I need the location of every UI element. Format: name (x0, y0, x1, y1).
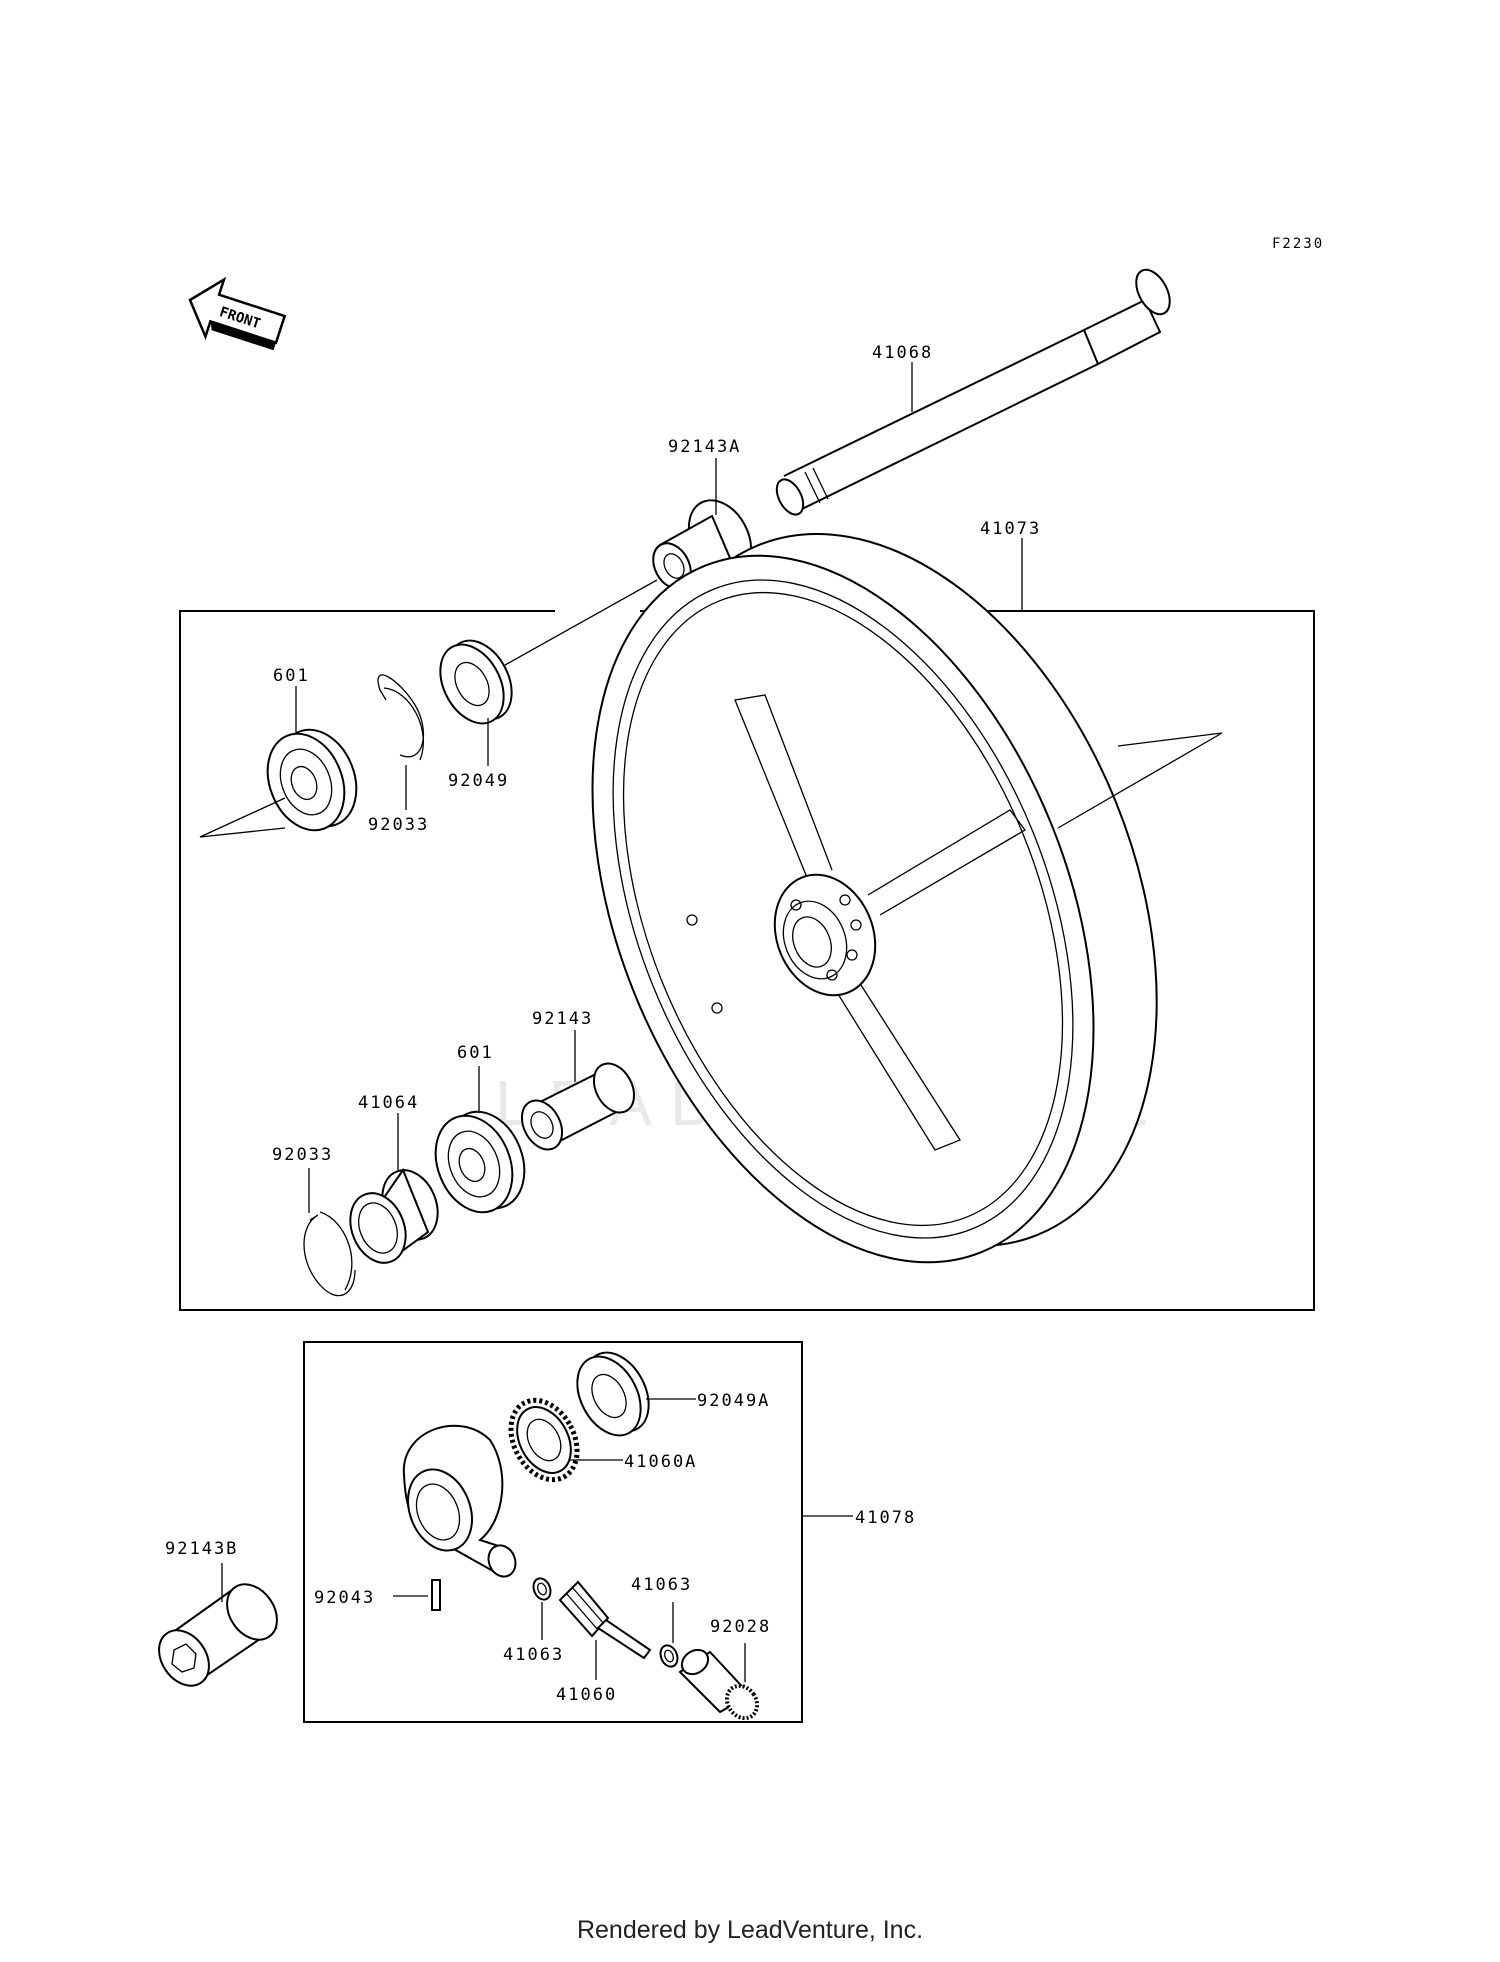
label-collar-center: 92143 (532, 1009, 593, 1029)
retainer-part (349, 1167, 439, 1264)
wheel-part (591, 533, 1158, 1264)
collar-b-part (158, 1583, 278, 1687)
front-arrow-icon: FRONT (188, 276, 287, 351)
gearbox-housing-part (402, 1424, 517, 1578)
label-axle: 41068 (872, 343, 933, 363)
circlip-right-inner (319, 1211, 353, 1291)
seal-a-part (576, 1351, 650, 1437)
label-gearbox: 41078 (855, 1508, 916, 1528)
circlip-left-part (377, 674, 425, 758)
label-seal-a: 92049A (697, 1391, 770, 1411)
circlip-right-part (303, 1214, 356, 1297)
label-pin: 92043 (314, 1588, 375, 1608)
bearing-right-part (434, 1110, 526, 1214)
seal-left-part (439, 639, 513, 725)
label-wheel: 41073 (980, 519, 1041, 539)
label-collar-b: 92143B (165, 1539, 238, 1559)
pinion-part (558, 1580, 652, 1660)
washer-right-hole (664, 1649, 674, 1663)
gearbox-group-box (303, 1341, 803, 1723)
assembly-line-collar (504, 579, 658, 666)
axle-part (775, 268, 1171, 516)
label-retainer: 41064 (358, 1093, 419, 1113)
plug-part (678, 1648, 760, 1721)
label-circlip-right: 92033 (272, 1145, 333, 1165)
washer-right-part (659, 1644, 679, 1668)
label-bearing-right: 601 (457, 1043, 494, 1063)
label-gear-a: 41060A (624, 1452, 697, 1472)
diagram-code: F2230 (1272, 236, 1324, 252)
footer-credit: Rendered by LeadVenture, Inc. (576, 1916, 924, 1944)
label-seal-left: 92049 (448, 771, 509, 791)
label-washer-left: 41063 (503, 1645, 564, 1665)
bearing-axis-arrow (199, 797, 286, 838)
collar-center-part (520, 1062, 636, 1151)
bearing-left-part (266, 728, 358, 832)
pin-part (431, 1579, 441, 1611)
label-plug: 92028 (710, 1617, 771, 1637)
label-collar-a: 92143A (668, 437, 741, 457)
circlip-left-inner (383, 687, 425, 761)
wheel-axis-arrow (1057, 732, 1223, 829)
washer-left-hole (537, 1582, 547, 1596)
gear-a-part (508, 1397, 580, 1483)
washer-left-part (532, 1577, 552, 1601)
wheel-group-box (179, 610, 1315, 1311)
label-bearing-left: 601 (273, 666, 310, 686)
label-circlip-left: 92033 (368, 815, 429, 835)
label-pinion: 41060 (556, 1685, 617, 1705)
label-washer-right: 41063 (631, 1575, 692, 1595)
